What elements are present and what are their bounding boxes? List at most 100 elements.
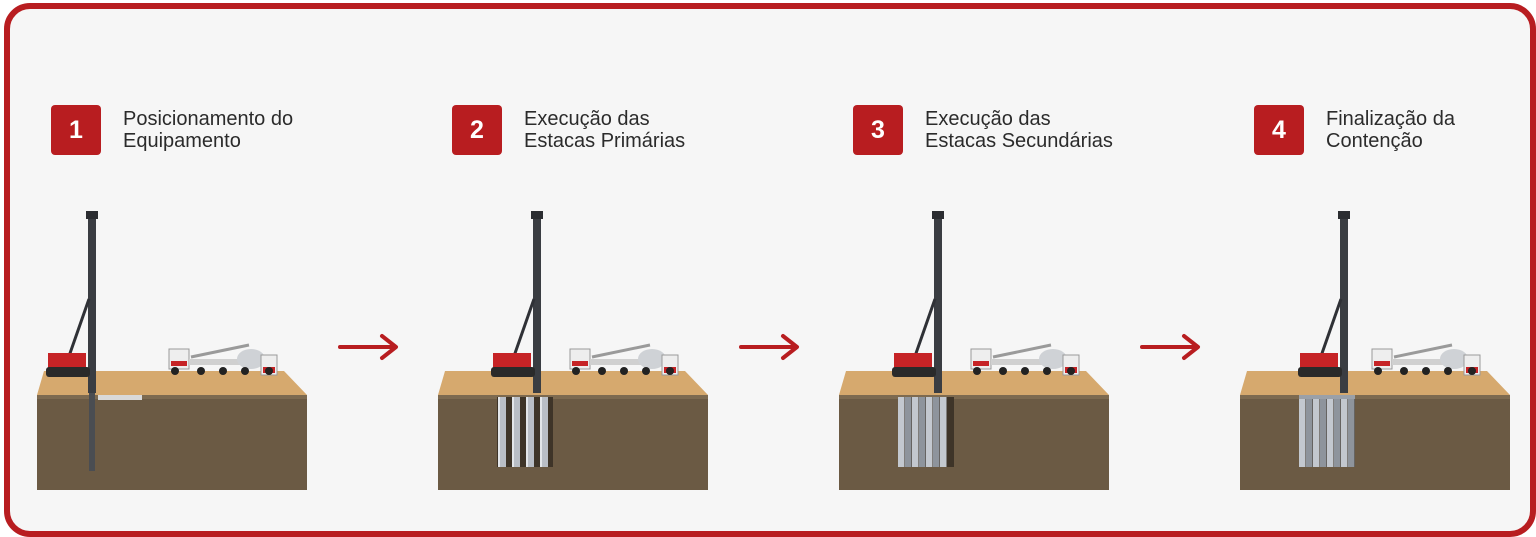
truck-wheel [642, 367, 650, 375]
rig-tracks [46, 367, 90, 377]
truck-chassis [991, 359, 1061, 365]
mast-head [1338, 211, 1350, 219]
pile [919, 397, 926, 467]
truck-wheel [666, 367, 674, 375]
rig-mast [1340, 213, 1348, 393]
pile-highlight [498, 397, 500, 467]
truck-stripe [171, 361, 187, 366]
rig-body [493, 353, 531, 369]
mast-head [932, 211, 944, 219]
step-1: 1 Posicionamento do Equipamento [14, 9, 414, 531]
rig-boom [511, 298, 536, 360]
pile [1299, 397, 1306, 467]
truck-wheel [1067, 367, 1075, 375]
mast-head [86, 211, 98, 219]
guide-wall [98, 395, 142, 400]
truck-wheel [999, 367, 1007, 375]
capping-beam [1299, 395, 1355, 399]
diagram-frame: 1 Posicionamento do Equipamento 2 Execuç… [4, 3, 1536, 537]
rig-body [894, 353, 932, 369]
truck-wheel [620, 367, 628, 375]
truck-stripe [572, 361, 588, 366]
truck-chassis [1392, 359, 1462, 365]
step-4: 4 Finalização da Contenção [1217, 9, 1536, 531]
truck-wheel [1021, 367, 1029, 375]
soil-edge [438, 395, 708, 399]
primary-pile [512, 397, 520, 467]
rig-boom [1318, 298, 1343, 360]
truck-wheel [1374, 367, 1382, 375]
pile-highlight [540, 397, 542, 467]
rig-boom [912, 298, 937, 360]
step-title: Finalização da Contenção [1326, 108, 1536, 152]
rig-tracks [1298, 367, 1342, 377]
soil-top-surface [37, 371, 307, 395]
rig-body [48, 353, 86, 369]
truck-wheel [1400, 367, 1408, 375]
truck-boom [591, 343, 651, 359]
arrow-right-icon [338, 334, 398, 360]
mixer-drum [237, 349, 265, 369]
pile [926, 397, 933, 467]
primary-pile [540, 397, 548, 467]
step-number-badge: 4 [1254, 105, 1304, 155]
rig-tracks [892, 367, 936, 377]
step-title-line-2: Equipamento [123, 130, 241, 152]
mixer-drum [1440, 349, 1468, 369]
pile [1334, 397, 1341, 467]
rig-mast [533, 213, 541, 393]
mixer-drum [1039, 349, 1067, 369]
step-title-line-1: Execução das [524, 108, 650, 130]
truck-boom [190, 343, 250, 359]
step-title-line-1: Finalização da [1326, 108, 1455, 130]
step-title: Execução das Estacas Secundárias [925, 108, 1185, 152]
soil-edge [37, 395, 307, 399]
primary-pile [526, 397, 534, 467]
rig-body [1300, 353, 1338, 369]
pile [905, 397, 912, 467]
mixer-drum [638, 349, 666, 369]
soil-block [37, 395, 307, 490]
rig-mast [88, 213, 96, 393]
truck-wheel [265, 367, 273, 375]
soil-block [1240, 395, 1510, 490]
step-title: Posicionamento do Equipamento [123, 108, 383, 152]
truck-boom [992, 343, 1052, 359]
construction-scene [438, 211, 708, 490]
truck-wheel [598, 367, 606, 375]
truck-stripe [1374, 361, 1390, 366]
step-title-line-2: Estacas Secundárias [925, 130, 1113, 152]
arrow-right-icon [1140, 334, 1200, 360]
truck-wheel [1422, 367, 1430, 375]
truck-wheel [973, 367, 981, 375]
step-title-line-2: Contenção [1326, 130, 1423, 152]
pile [898, 397, 905, 467]
step-3: 3 Execução das Estacas Secundárias [816, 9, 1216, 531]
truck-chassis [590, 359, 660, 365]
truck-stripe [973, 361, 989, 366]
mast-head [531, 211, 543, 219]
construction-scene [1240, 211, 1510, 490]
pile [1313, 397, 1320, 467]
pile [1320, 397, 1327, 467]
pile [1348, 397, 1355, 467]
truck-chassis [189, 359, 259, 365]
step-number-badge: 3 [853, 105, 903, 155]
step-title-line-2: Estacas Primárias [524, 130, 686, 152]
primary-pile [498, 397, 506, 467]
truck-boom [1393, 343, 1453, 359]
truck-wheel [1444, 367, 1452, 375]
rig-boom [66, 298, 91, 360]
soil-block [438, 395, 708, 490]
step-title-line-1: Execução das [925, 108, 1051, 130]
truck-wheel [1468, 367, 1476, 375]
truck-wheel [572, 367, 580, 375]
truck-wheel [171, 367, 179, 375]
rig-tracks [491, 367, 535, 377]
step-title-line-1: Posicionamento do [123, 108, 294, 130]
truck-wheel [197, 367, 205, 375]
soil-edge [1240, 395, 1510, 399]
soil-edge [839, 395, 1109, 399]
rig-mast [934, 213, 942, 393]
step-number-badge: 2 [452, 105, 502, 155]
